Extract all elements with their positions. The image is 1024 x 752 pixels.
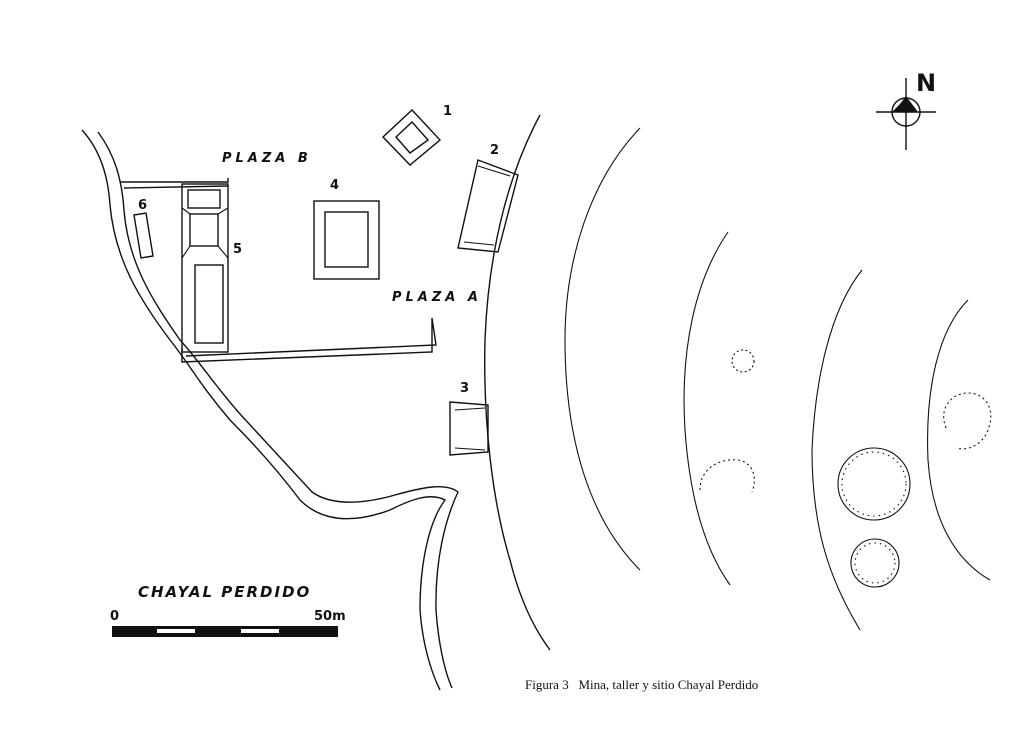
- contour-lines: [484, 114, 991, 651]
- structure-2: [457, 159, 519, 253]
- site-title: CHAYAL PERDIDO: [138, 583, 311, 601]
- structure-5: [181, 183, 229, 353]
- structure-6: [133, 212, 154, 259]
- figure-caption: Figura 3 Mina, taller y sitio Chayal Per…: [525, 677, 758, 692]
- structure-3: [449, 401, 489, 456]
- structure-4-label: 4: [330, 178, 339, 193]
- north-arrow-icon: [876, 78, 936, 150]
- plaza-a-label: PLAZA A: [392, 290, 482, 305]
- structure-1-label: 1: [443, 104, 452, 119]
- plaza-b-label: PLAZA B: [222, 151, 312, 166]
- structure-4: [313, 200, 380, 280]
- structure-2-label: 2: [490, 143, 499, 158]
- scale-end-label: 50m: [314, 609, 346, 624]
- north-label: N: [916, 69, 936, 97]
- quarry-pits: [699, 349, 992, 588]
- structure-6-label: 6: [138, 198, 147, 213]
- structure-3-label: 3: [460, 381, 469, 396]
- scale-start-label: 0: [110, 609, 119, 624]
- plaza-walls: [120, 178, 437, 363]
- structure-1: [382, 109, 442, 166]
- structure-5-label: 5: [233, 242, 242, 257]
- ravine: [81, 129, 459, 691]
- scale-bar: [112, 626, 338, 637]
